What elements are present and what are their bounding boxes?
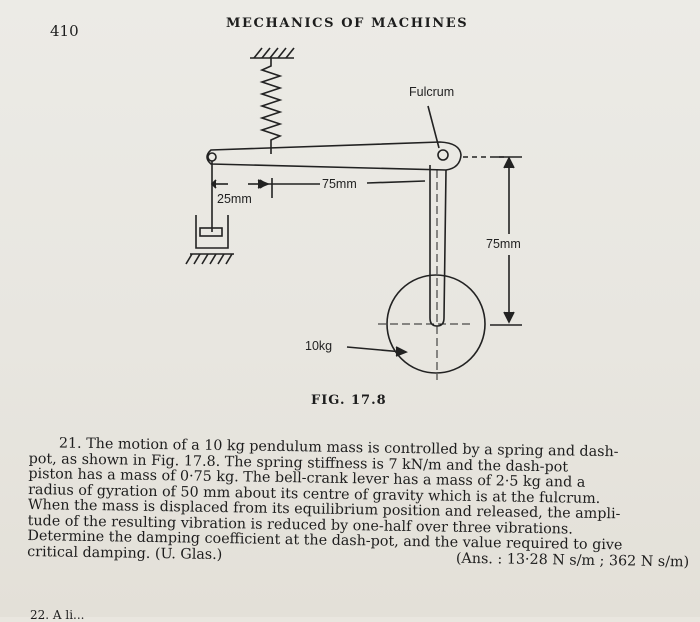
- bell-crank-lever: [206, 141, 462, 327]
- fulcrum-pointer: [427, 105, 440, 149]
- horizontal-75mm-label: 75mm: [322, 177, 357, 191]
- dashpot-25mm-label: 25mm: [217, 192, 252, 206]
- running-head: MECHANICS OF MACHINES: [226, 16, 469, 31]
- vertical-dimension: [490, 156, 522, 326]
- problem-text: 21. The motion of a 10 kg pendulum mass …: [27, 435, 691, 570]
- spring: [259, 58, 283, 154]
- dashpot: [185, 161, 234, 265]
- mass-leader-arrow: [346, 346, 408, 357]
- next-problem-fragment: 22. A li...: [30, 608, 85, 622]
- pendulum-mass: [386, 274, 486, 374]
- fulcrum-label: Fulcrum: [409, 85, 454, 99]
- mass-label: 10kg: [305, 339, 332, 353]
- page-number: 410: [50, 22, 79, 40]
- problem-source: critical damping. (U. Glas.): [27, 543, 223, 563]
- vertical-75mm-label: 75mm: [486, 237, 521, 251]
- figure-caption: FIG. 17.8: [311, 393, 387, 408]
- ceiling-support: [250, 47, 295, 59]
- short-dimension: [210, 179, 268, 189]
